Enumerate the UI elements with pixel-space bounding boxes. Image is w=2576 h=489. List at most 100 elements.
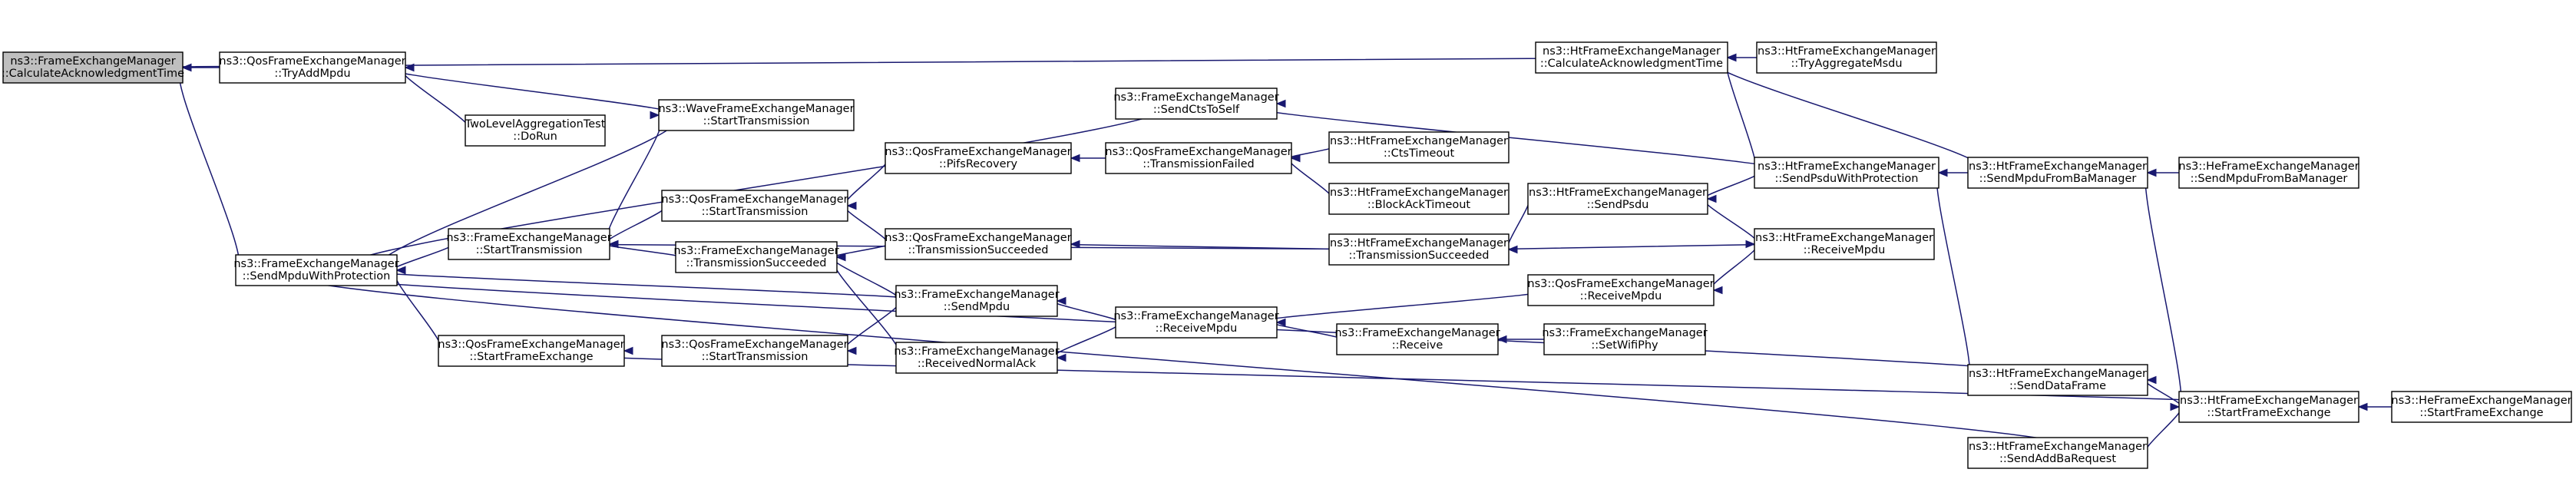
edge-hrm-to-hts bbox=[1491, 243, 1772, 250]
node-hsfe[interactable]: ns3::HtFrameExchangeManager::StartFrameE… bbox=[2178, 391, 2359, 423]
node-label-frna-line-1: ::ReceivedNormalAck bbox=[918, 358, 1037, 370]
node-box-qts[interactable] bbox=[885, 228, 1072, 260]
node-qtam[interactable]: ns3::QosFrameExchangeManager::TryAddMpdu bbox=[219, 51, 406, 84]
node-box-fswp[interactable] bbox=[1543, 323, 1706, 355]
node-box-qsfe[interactable] bbox=[438, 335, 625, 367]
node-box-fsm[interactable] bbox=[895, 285, 1058, 317]
node-fswp[interactable]: ns3::FrameExchangeManager::SetWifiPhy bbox=[1542, 323, 1708, 355]
node-label-hcat-line-0: ns3::HtFrameExchangeManager bbox=[1543, 45, 1721, 58]
node-hbat[interactable]: ns3::HtFrameExchangeManager::BlockAckTim… bbox=[1328, 183, 1510, 215]
node-hsmba[interactable]: ns3::HtFrameExchangeManager::SendMpduFro… bbox=[1967, 157, 2148, 189]
node-box-qst2[interactable] bbox=[661, 335, 848, 367]
node-wst[interactable]: ns3::WaveFrameExchangeManager::StartTran… bbox=[658, 99, 855, 131]
node-frm[interactable]: ns3::FrameExchangeManager::ReceiveMpdu bbox=[1113, 306, 1279, 339]
node-label-fsm-line-0: ns3::FrameExchangeManager bbox=[894, 289, 1059, 301]
node-box-hesfe[interactable] bbox=[2391, 391, 2572, 423]
node-box-tla[interactable] bbox=[465, 114, 606, 147]
node-box-qpr[interactable] bbox=[885, 142, 1072, 174]
node-hcto[interactable]: ns3::HtFrameExchangeManager::CtsTimeout bbox=[1328, 131, 1510, 164]
node-hrm[interactable]: ns3::HtFrameExchangeManager::ReceiveMpdu bbox=[1754, 228, 1935, 260]
node-box-qrm[interactable] bbox=[1527, 274, 1715, 306]
node-hesmba[interactable]: ns3::HeFrameExchangeManager::SendMpduFro… bbox=[2178, 157, 2359, 189]
edge-hsabr-to-hsfe bbox=[2144, 406, 2182, 454]
edge-arrowhead-hspwp-to-fscts bbox=[1275, 99, 1286, 108]
node-box-root[interactable] bbox=[2, 51, 184, 84]
node-root[interactable]: ns3::FrameExchangeManager::CalculateAckn… bbox=[2, 51, 184, 84]
node-label-qrm-line-0: ns3::QosFrameExchangeManager bbox=[1527, 278, 1714, 290]
node-box-hcat[interactable] bbox=[1535, 41, 1728, 74]
edge-hsmba-to-hcat bbox=[1710, 57, 1986, 173]
node-box-fr[interactable] bbox=[1336, 323, 1499, 355]
edge-arrowhead-hsmba-to-hcat bbox=[1726, 53, 1737, 62]
node-qsfe[interactable]: ns3::QosFrameExchangeManager::StartFrame… bbox=[438, 335, 625, 367]
node-label-hspwp-line-1: ::SendPsduWithProtection bbox=[1774, 173, 1918, 185]
node-frna[interactable]: ns3::FrameExchangeManager::ReceivedNorma… bbox=[894, 342, 1060, 374]
node-qts[interactable]: ns3::QosFrameExchangeManager::Transmissi… bbox=[885, 228, 1072, 260]
node-qpr[interactable]: ns3::QosFrameExchangeManager::PifsRecove… bbox=[885, 142, 1072, 174]
node-label-hsfe-line-1: ::StartFrameExchange bbox=[2207, 407, 2330, 419]
edge-qsfe-to-smwp bbox=[393, 269, 442, 352]
node-box-hsp[interactable] bbox=[1527, 183, 1708, 215]
node-hsp[interactable]: ns3::HtFrameExchangeManager::SendPsdu bbox=[1527, 183, 1708, 215]
node-box-hspwp[interactable] bbox=[1754, 157, 1939, 189]
node-box-hsabr[interactable] bbox=[1967, 437, 2148, 469]
node-box-hbat[interactable] bbox=[1328, 183, 1510, 215]
node-fst[interactable]: ns3::FrameExchangeManager::StartTransmis… bbox=[446, 228, 612, 260]
node-label-root-line-0: ns3::FrameExchangeManager bbox=[10, 55, 175, 68]
node-smwp[interactable]: ns3::FrameExchangeManager::SendMpduWithP… bbox=[233, 254, 399, 286]
node-label-fr-line-1: ::Receive bbox=[1392, 339, 1443, 352]
node-box-qst[interactable] bbox=[661, 190, 848, 222]
node-label-hsmba-line-1: ::SendMpduFromBaManager bbox=[1979, 173, 2137, 185]
node-label-hcat-line-1: ::CalculateAcknowledgmentTime bbox=[1540, 58, 1723, 70]
node-fsm[interactable]: ns3::FrameExchangeManager::SendMpdu bbox=[894, 285, 1060, 317]
node-box-fscts[interactable] bbox=[1115, 88, 1278, 120]
node-fr[interactable]: ns3::FrameExchangeManager::Receive bbox=[1334, 323, 1500, 355]
node-hsdf[interactable]: ns3::HtFrameExchangeManager::SendDataFra… bbox=[1967, 364, 2148, 396]
node-qrm[interactable]: ns3::QosFrameExchangeManager::ReceiveMpd… bbox=[1527, 274, 1715, 306]
node-box-hesmba[interactable] bbox=[2178, 157, 2359, 189]
node-box-frm[interactable] bbox=[1115, 306, 1278, 339]
node-hts[interactable]: ns3::HtFrameExchangeManager::Transmissio… bbox=[1328, 233, 1510, 266]
node-hspwp[interactable]: ns3::HtFrameExchangeManager::SendPsduWit… bbox=[1754, 157, 1939, 189]
node-fscts[interactable]: ns3::FrameExchangeManager::SendCtsToSelf bbox=[1113, 88, 1279, 120]
node-hsabr[interactable]: ns3::HtFrameExchangeManager::SendAddBaRe… bbox=[1967, 437, 2148, 469]
edge-arrowhead-hsfe-to-qsfe bbox=[623, 346, 633, 355]
node-box-htam[interactable] bbox=[1756, 41, 1937, 74]
node-label-hesmba-line-0: ns3::HeFrameExchangeManager bbox=[2178, 160, 2359, 173]
node-label-hcto-line-0: ns3::HtFrameExchangeManager bbox=[1330, 135, 1508, 147]
node-box-fts[interactable] bbox=[675, 241, 838, 273]
edge-hsfe-to-hsmba bbox=[2144, 172, 2182, 408]
node-box-smwp[interactable] bbox=[235, 254, 398, 286]
node-htam[interactable]: ns3::HtFrameExchangeManager::TryAggregat… bbox=[1756, 41, 1937, 74]
node-label-qtf-line-0: ns3::QosFrameExchangeManager bbox=[1105, 146, 1291, 158]
edge-fst-to-wst bbox=[605, 114, 663, 245]
node-qst2[interactable]: ns3::QosFrameExchangeManager::StartTrans… bbox=[661, 335, 848, 367]
node-qst[interactable]: ns3::QosFrameExchangeManager::StartTrans… bbox=[661, 190, 848, 222]
node-box-hsdf[interactable] bbox=[1967, 364, 2148, 396]
node-box-hts[interactable] bbox=[1328, 233, 1510, 266]
edge-arrowhead-hesmba-to-hsmba bbox=[2146, 168, 2157, 177]
node-box-hrm[interactable] bbox=[1754, 228, 1935, 260]
node-box-qtf[interactable] bbox=[1105, 142, 1292, 174]
node-tla[interactable]: TwoLevelAggregationTest::DoRun bbox=[465, 114, 606, 147]
node-box-hcto[interactable] bbox=[1328, 131, 1510, 164]
node-box-qtam[interactable] bbox=[219, 51, 406, 84]
node-box-wst[interactable] bbox=[658, 99, 855, 131]
node-label-fscts-line-1: ::SendCtsToSelf bbox=[1153, 104, 1240, 116]
node-qtf[interactable]: ns3::QosFrameExchangeManager::Transmissi… bbox=[1105, 142, 1292, 174]
node-label-tla-line-0: TwoLevelAggregationTest bbox=[465, 118, 606, 131]
node-box-hsfe[interactable] bbox=[2178, 391, 2359, 423]
edge-arrowhead-fswp-to-fr bbox=[1496, 335, 1507, 344]
node-label-hesfe-line-1: ::StartFrameExchange bbox=[2419, 407, 2543, 419]
node-box-fst[interactable] bbox=[448, 228, 610, 260]
node-hesfe[interactable]: ns3::HeFrameExchangeManager::StartFrameE… bbox=[2391, 391, 2572, 423]
node-label-hsmba-line-0: ns3::HtFrameExchangeManager bbox=[1969, 160, 2147, 173]
node-box-hsmba[interactable] bbox=[1967, 157, 2148, 189]
edge-hspwp-to-hsp bbox=[1704, 172, 1758, 200]
node-label-qts-line-0: ns3::QosFrameExchangeManager bbox=[885, 232, 1071, 244]
node-box-frna[interactable] bbox=[895, 342, 1058, 374]
node-hcat[interactable]: ns3::HtFrameExchangeManager::CalculateAc… bbox=[1535, 41, 1728, 74]
node-fts[interactable]: ns3::FrameExchangeManager::TransmissionS… bbox=[673, 241, 839, 273]
edge-hrm-to-qrm bbox=[1710, 243, 1758, 291]
